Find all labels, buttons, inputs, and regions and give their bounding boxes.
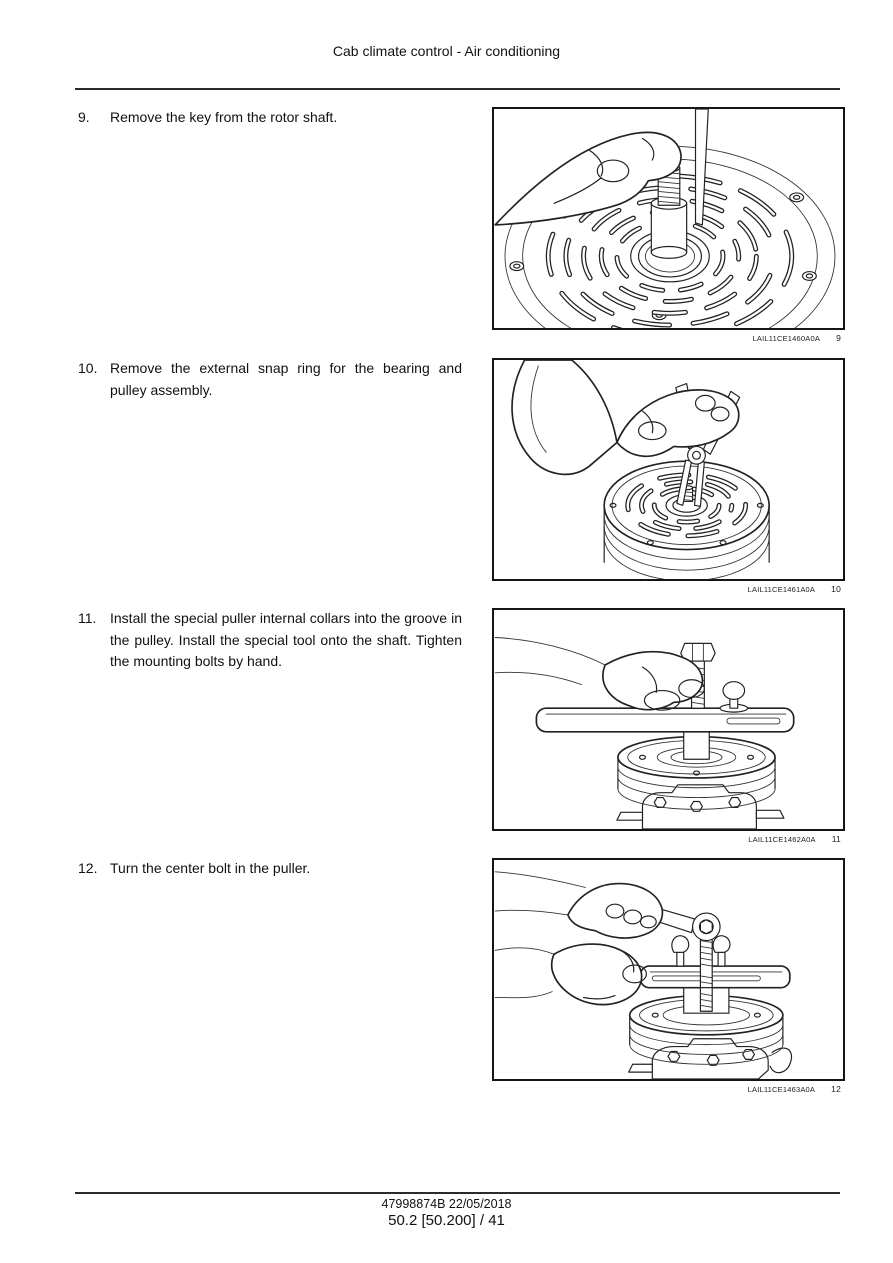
puller-install-illustration xyxy=(494,637,795,829)
step-text: Remove the key from the rotor shaft. xyxy=(110,109,338,125)
step-11: 11. Install the special puller internal … xyxy=(78,608,462,673)
figure-code: LAIL11CE1460A0A xyxy=(752,334,821,343)
puller-bar xyxy=(535,707,795,733)
turn-center-bolt-illustration xyxy=(494,871,793,1079)
footer-doc-ref: 47998874B 22/05/2018 xyxy=(381,1197,512,1211)
step-number: 10. xyxy=(78,360,98,376)
page-title: Cab climate control - Air conditioning xyxy=(332,43,561,59)
step-12: 12. Turn the center bolt in the puller. xyxy=(78,858,462,880)
puller-bar xyxy=(639,965,791,989)
key-removal-tool xyxy=(694,109,709,226)
step-text: Remove the external snap ring for the be… xyxy=(110,360,462,398)
rotor-key-illustration xyxy=(494,109,836,328)
step-9: 9. Remove the key from the rotor shaft. xyxy=(78,107,462,129)
footer-rule xyxy=(75,1192,840,1194)
figure-step-12-turn-bolt xyxy=(492,858,845,1081)
footer-section-page: 50.2 [50.200] / 41 xyxy=(388,1212,505,1229)
compressor-body xyxy=(628,1038,793,1079)
figure-code: LAIL11CE1463A0A xyxy=(747,1085,816,1094)
snap-ring-illustration xyxy=(511,360,770,579)
step-number: 9. xyxy=(78,109,90,125)
figure-caption: LAIL11CE1463A0A 12 xyxy=(492,1084,841,1094)
step-number: 12. xyxy=(78,860,98,876)
figure-number: 9 xyxy=(836,333,841,343)
figure-step-11-puller-install xyxy=(492,608,845,831)
center-bolt xyxy=(699,934,713,1012)
figure-step-10-snap-ring xyxy=(492,358,845,581)
lower-hand xyxy=(494,943,647,1006)
figure-caption: LAIL11CE1461A0A 10 xyxy=(492,584,841,594)
arm-and-hand xyxy=(511,360,740,476)
step-10: 10. Remove the external snap ring for th… xyxy=(78,358,462,401)
step-number: 11. xyxy=(78,610,97,626)
figure-caption: LAIL11CE1460A0A 9 xyxy=(492,333,841,343)
step-text: Turn the center bolt in the puller. xyxy=(110,860,311,876)
clutch-assembly xyxy=(603,460,770,579)
upper-hand xyxy=(494,871,664,939)
figure-step-9-rotor-key xyxy=(492,107,845,330)
step-text: Install the special puller internal coll… xyxy=(110,610,462,669)
figure-number: 12 xyxy=(831,1084,841,1094)
figure-number: 10 xyxy=(831,584,841,594)
hand xyxy=(494,131,682,226)
figure-code: LAIL11CE1462A0A xyxy=(748,835,816,844)
figure-code: LAIL11CE1461A0A xyxy=(747,585,816,594)
header-rule xyxy=(75,88,840,90)
wing-screws xyxy=(671,935,731,967)
mounting-knob xyxy=(719,681,749,713)
figure-number: 11 xyxy=(831,834,841,844)
pulley-assembly xyxy=(628,994,784,1065)
hand xyxy=(494,637,705,711)
figure-caption: LAIL11CE1462A0A 11 xyxy=(492,834,841,844)
